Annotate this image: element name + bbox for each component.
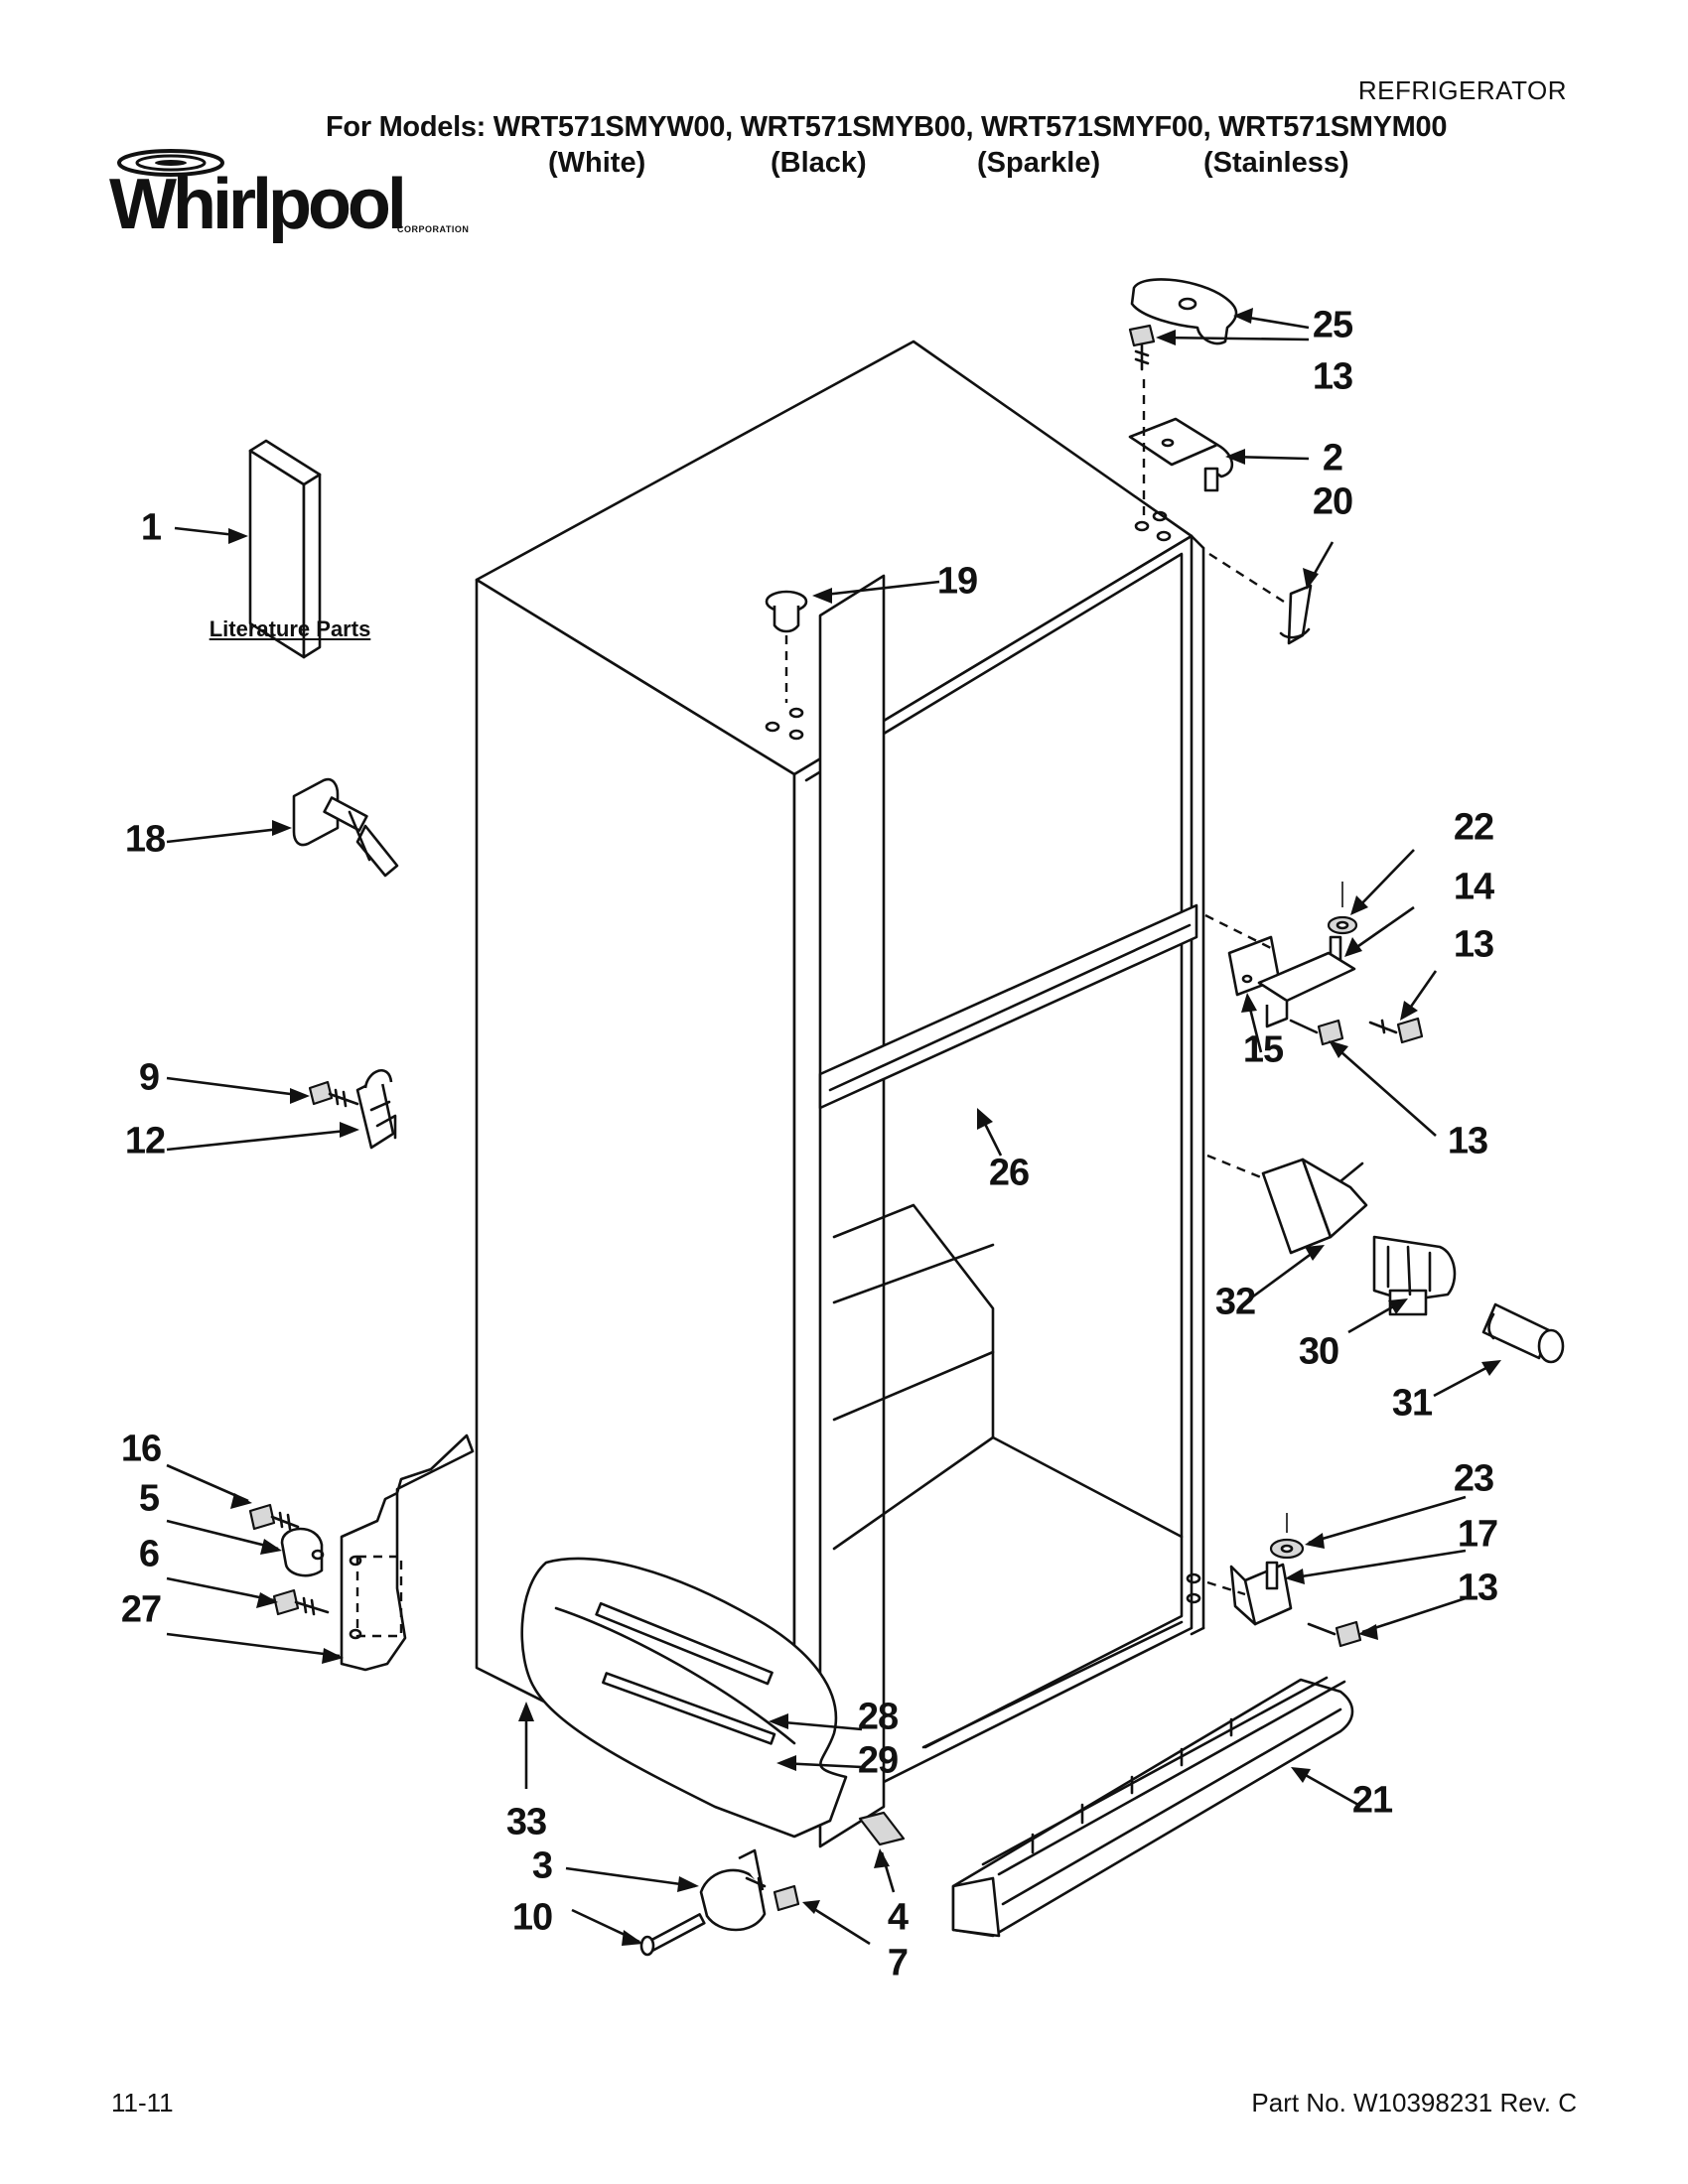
guide-line-17	[1206, 1580, 1246, 1596]
callout-6: 6	[138, 1533, 160, 1575]
part-5-clip	[280, 1527, 325, 1577]
callout-31: 31	[1391, 1382, 1433, 1425]
callout-14: 14	[1453, 866, 1494, 908]
part-19-plug	[765, 590, 808, 633]
footer-date: 11-11	[111, 2088, 174, 2117]
callout-30: 30	[1298, 1330, 1339, 1373]
callout-4: 4	[887, 1896, 909, 1939]
part-13-screw-mid-a	[1368, 1017, 1424, 1044]
callout-23: 23	[1453, 1457, 1494, 1500]
callout-21: 21	[1351, 1779, 1393, 1822]
callout-2: 2	[1322, 437, 1343, 479]
part-22-washer	[1327, 915, 1358, 935]
callout-1: 1	[140, 506, 162, 549]
part-17-bottom-hinge	[1229, 1561, 1293, 1626]
callout-33: 33	[505, 1801, 547, 1843]
part-16-screw	[248, 1503, 300, 1531]
callout-27: 27	[120, 1588, 162, 1631]
part-20-hinge-shim	[1279, 584, 1313, 645]
part-12-bracket	[355, 1069, 397, 1150]
part-25-top-hinge-cover	[1130, 278, 1238, 345]
callout-10: 10	[511, 1896, 553, 1939]
callout-26: 26	[988, 1152, 1030, 1194]
arrow-heads	[228, 308, 1501, 1946]
callout-18: 18	[124, 818, 166, 861]
callout-19: 19	[936, 560, 978, 603]
part-13-screw-top	[1128, 324, 1156, 371]
color-black: (Black)	[771, 147, 867, 179]
part-13-screw-bottom	[1307, 1620, 1362, 1648]
callout-13-top: 13	[1312, 355, 1353, 398]
color-stainless: (Stainless)	[1203, 147, 1349, 179]
part-10-axle-pin	[639, 1913, 706, 1957]
callout-15: 15	[1242, 1028, 1284, 1071]
cabinet-outline	[475, 340, 1205, 1848]
part-30-filter-housing	[1372, 1235, 1457, 1316]
callout-17: 17	[1457, 1513, 1498, 1556]
callout-13-bottom: 13	[1457, 1567, 1498, 1609]
part-2-top-hinge	[1128, 417, 1234, 492]
callout-25: 25	[1312, 304, 1353, 346]
part-4-pad	[858, 1811, 906, 1846]
callout-20: 20	[1312, 480, 1353, 523]
callout-3: 3	[531, 1844, 553, 1887]
callout-13-mid-a: 13	[1453, 923, 1494, 966]
part-18-door-stop	[292, 777, 399, 878]
callout-22: 22	[1453, 806, 1494, 849]
guide-line-32	[1206, 1154, 1262, 1179]
logo-swirl-icon	[117, 149, 224, 177]
part-13-screw-mid-b	[1289, 1019, 1344, 1046]
part-32-filter-bracket	[1261, 1158, 1368, 1255]
page-category: REFRIGERATOR	[1357, 75, 1567, 105]
callout-29: 29	[857, 1739, 899, 1782]
part-9-screw	[308, 1080, 359, 1108]
callout-13-mid-b: 13	[1447, 1120, 1488, 1162]
callout-16: 16	[120, 1428, 162, 1470]
part-3-leveling-roller	[699, 1848, 767, 1932]
callout-32: 32	[1214, 1281, 1256, 1323]
color-sparkle: (Sparkle)	[977, 147, 1101, 179]
callout-5: 5	[138, 1477, 160, 1520]
part-7-screw	[745, 1876, 800, 1912]
callout-7: 7	[887, 1942, 909, 1984]
callout-28: 28	[857, 1696, 899, 1738]
callout-9: 9	[138, 1056, 160, 1099]
guide-line-15	[1204, 913, 1274, 951]
part-23-washer	[1269, 1538, 1305, 1560]
guide-line-20	[1208, 552, 1288, 606]
part-1-literature-booklet	[248, 439, 322, 659]
callout-12: 12	[124, 1120, 166, 1162]
part-28-drain-tube	[595, 1601, 774, 1686]
logo-corporation: CORPORATION	[397, 224, 470, 234]
footer-part-number: Part No. W10398231 Rev. C	[1251, 2088, 1577, 2117]
part-15-center-hinge	[1227, 935, 1356, 1028]
color-white: (White)	[548, 147, 646, 179]
part-21-toe-grille	[951, 1676, 1354, 1938]
part-31-water-filter	[1481, 1302, 1565, 1364]
part-27-lower-bracket	[340, 1433, 475, 1672]
models-line: For Models: WRT571SMYW00, WRT571SMYB00, …	[326, 111, 1448, 143]
literature-parts-label: Literature Parts	[209, 616, 371, 641]
part-6-screw	[272, 1588, 330, 1616]
part-29-tube	[602, 1672, 776, 1745]
logo-wordmark: Whirlpool	[109, 165, 407, 244]
